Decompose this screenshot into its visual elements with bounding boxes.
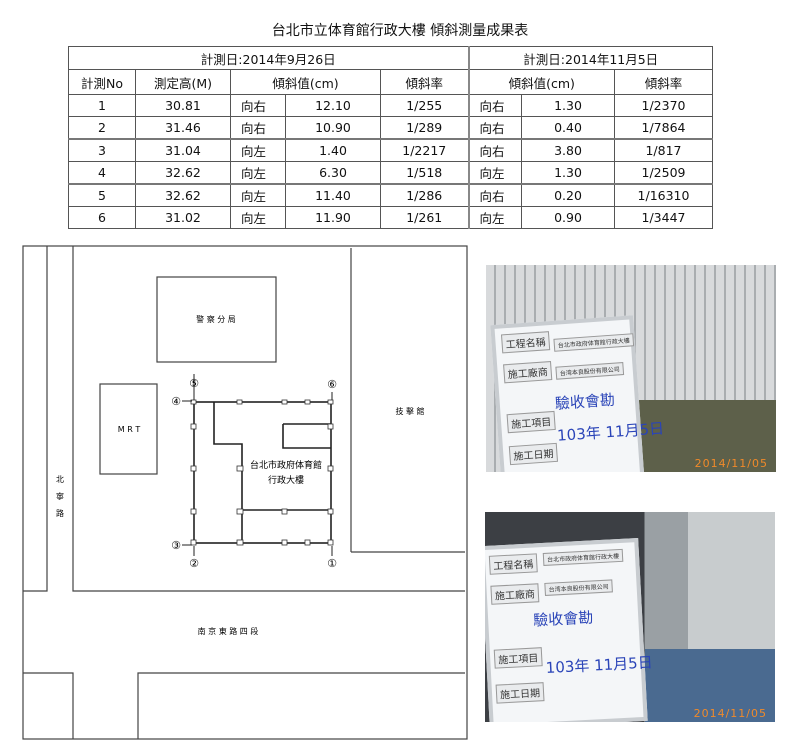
- page-title: 台北市立体育館行政大樓 傾斜測量成果表: [271, 23, 529, 39]
- police-label: 警 察 分 局: [196, 314, 236, 324]
- col-no: 計測No: [68, 69, 136, 95]
- point-4: ④: [171, 395, 181, 408]
- cell-v1: 11.90: [285, 206, 381, 229]
- photo-date-stamp: 2014/11/05: [694, 457, 768, 470]
- gym-label: 技 擊 館: [395, 406, 424, 416]
- mrt-label: M R T: [118, 425, 141, 434]
- road-left-1: 北: [56, 475, 64, 484]
- cell-v2: 3.80: [521, 138, 615, 162]
- cell-r2: 1/817: [614, 138, 713, 162]
- cell-r1: 1/255: [380, 94, 469, 117]
- cell-r2: 1/2370: [614, 94, 713, 117]
- map-border: [22, 245, 468, 740]
- cell-v2: 0.20: [521, 183, 615, 207]
- cell-d1: 向右: [230, 116, 286, 140]
- building-label-2: 行政大樓: [268, 474, 304, 486]
- point-6: ⑥: [327, 378, 337, 391]
- cell-v1: 12.10: [285, 94, 381, 117]
- col-tilt-rate-2: 傾斜率: [614, 69, 713, 95]
- road-lines: [23, 246, 465, 739]
- cell-no: 1: [68, 94, 136, 117]
- road-left-3: 路: [56, 508, 64, 518]
- cell-d1: 向左: [230, 138, 286, 162]
- road-bottom-label: 南 京 東 路 四 段: [198, 626, 259, 636]
- cell-d1: 向左: [230, 161, 286, 185]
- cell-d2: 向右: [467, 183, 522, 207]
- col-tilt-value-2: 傾斜值(cm): [467, 69, 615, 95]
- point-1: ①: [327, 557, 337, 570]
- site-photo-2: 工程名稱 台北市政府体育館行政大樓 施工廠商 台湾本良股份有限公司 驗收會勘 施…: [485, 512, 775, 722]
- cell-r1: 1/261: [380, 206, 469, 229]
- police-station-block: [156, 276, 277, 363]
- cell-r2: 1/3447: [614, 206, 713, 229]
- cell-r1: 1/2217: [380, 138, 469, 162]
- cell-r1: 1/286: [380, 183, 469, 207]
- point-3: ③: [171, 539, 181, 552]
- cell-r2: 1/7864: [614, 116, 713, 140]
- gym-block: [350, 248, 465, 553]
- cell-height: 31.02: [135, 206, 231, 229]
- admin-building: [193, 401, 332, 544]
- whiteboard: 工程名稱 台北市政府体育館行政大樓 施工廠商 台湾本良股份有限公司 驗收會勘 施…: [485, 537, 653, 722]
- point-5: ⑤: [189, 377, 199, 390]
- cell-r1: 1/289: [380, 116, 469, 140]
- cell-height: 30.81: [135, 94, 231, 117]
- tilt-measurement-table: 計測日:2014年9月26日 計測日:2014年11月5日 計測No 測定高(M…: [68, 46, 713, 229]
- point-2: ②: [189, 557, 199, 570]
- cell-v1: 1.40: [285, 138, 381, 162]
- mrt-block: [99, 383, 158, 475]
- road-left-2: 寧: [56, 491, 64, 501]
- cell-no: 3: [68, 138, 136, 162]
- cell-d2: 向右: [467, 138, 522, 162]
- photo-date-stamp: 2014/11/05: [693, 707, 767, 720]
- whiteboard: 工程名稱 台北市政府体育館行政大樓 施工廠商 台湾本良股份有限公司 施工項目 驗…: [490, 315, 665, 472]
- cell-d1: 向左: [230, 206, 286, 229]
- cell-v2: 0.90: [521, 206, 615, 229]
- date1-header: 計測日:2014年9月26日: [68, 46, 469, 70]
- cell-height: 31.04: [135, 138, 231, 162]
- building-label-1: 台北市政府体育館: [250, 459, 322, 471]
- cell-v2: 1.30: [521, 161, 615, 185]
- site-photo-1: 工程名稱 台北市政府体育館行政大樓 施工廠商 台湾本良股份有限公司 施工項目 驗…: [486, 265, 776, 472]
- col-height: 測定高(M): [135, 69, 231, 95]
